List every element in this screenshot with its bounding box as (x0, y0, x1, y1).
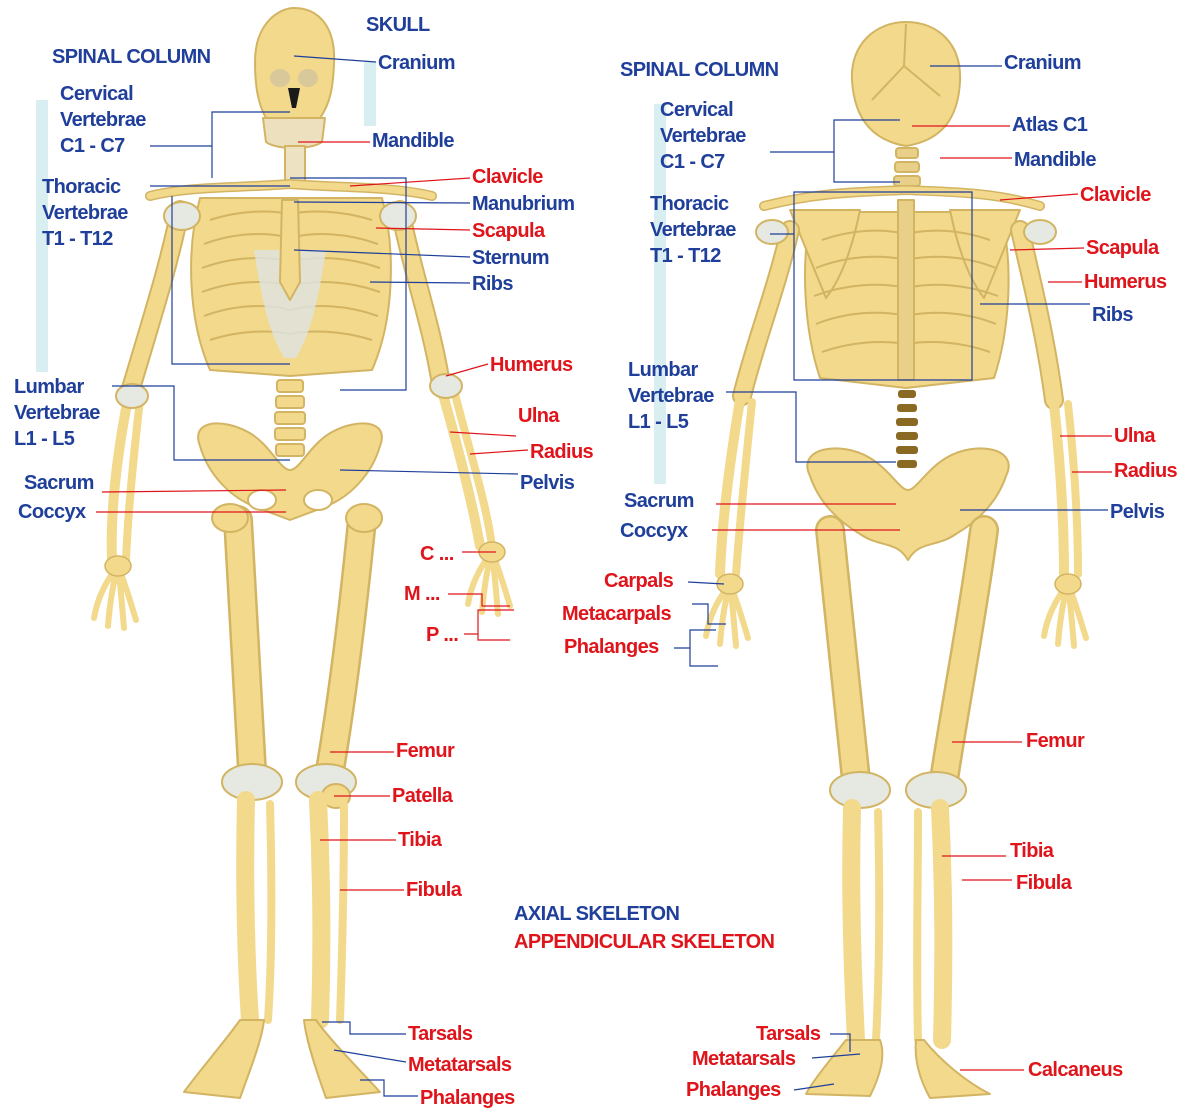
label-back-tarsals: Tarsals (756, 1021, 820, 1047)
label-carpals-short: C ... (420, 541, 454, 567)
label-manubrium: Manubrium (472, 191, 574, 217)
label-sacrum: Sacrum (24, 470, 94, 496)
label-back-coccyx: Coccyx (620, 518, 688, 544)
legend-axial-skeleton: AXIAL SKELETON (514, 901, 679, 927)
label-sternum: Sternum (472, 245, 549, 271)
label-back-phalanges-hand: Phalanges (564, 634, 659, 660)
label-phalanges-feet: Phalanges (420, 1085, 515, 1111)
label-back-femur: Femur (1026, 728, 1084, 754)
leader-back-phal-hand (674, 630, 718, 666)
leader-tarsals (322, 1022, 406, 1034)
label-cranium: Cranium (378, 50, 455, 76)
label-cervical-vertebrae: Cervical Vertebrae C1 - C7 (60, 81, 146, 159)
label-back-spinal-column: SPINAL COLUMN (620, 57, 779, 83)
label-back-cranium: Cranium (1004, 50, 1081, 76)
leader-hand-meta (448, 594, 510, 606)
label-back-tibia: Tibia (1010, 838, 1053, 864)
label-back-pelvis: Pelvis (1110, 499, 1164, 525)
label-back-clavicle: Clavicle (1080, 182, 1151, 208)
label-tibia: Tibia (398, 827, 441, 853)
label-ulna: Ulna (518, 403, 559, 429)
label-humerus: Humerus (490, 352, 573, 378)
label-back-metatarsals: Metatarsals (692, 1046, 795, 1072)
leader-hand-phal (464, 610, 514, 640)
label-back-thoracic-vertebrae: Thoracic Vertebrae T1 - T12 (650, 191, 736, 269)
leader-humerus (446, 364, 488, 376)
label-back-cervical-vertebrae: Cervical Vertebrae C1 - C7 (660, 97, 746, 175)
label-back-scapula: Scapula (1086, 235, 1159, 261)
label-back-carpals: Carpals (604, 568, 673, 594)
label-back-lumbar-vertebrae: Lumbar Vertebrae L1 - L5 (628, 357, 714, 435)
label-thoracic-vertebrae: Thoracic Vertebrae T1 - T12 (42, 174, 128, 252)
label-metatarsals: Metatarsals (408, 1052, 511, 1078)
leader-clavicle (350, 178, 470, 186)
label-back-phalanges-feet: Phalanges (686, 1077, 781, 1103)
label-ribs: Ribs (472, 271, 513, 297)
leader-ulna (450, 432, 516, 436)
label-lumbar-vertebrae: Lumbar Vertebrae L1 - L5 (14, 374, 100, 452)
label-spinal-column: SPINAL COLUMN (52, 44, 211, 70)
label-back-calcaneus: Calcaneus (1028, 1057, 1123, 1083)
label-back-mandible: Mandible (1014, 147, 1096, 173)
label-fibula: Fibula (406, 877, 461, 903)
leader-radius (470, 450, 528, 454)
label-back-fibula: Fibula (1016, 870, 1071, 896)
label-back-metacarpals: Metacarpals (562, 601, 671, 627)
label-femur: Femur (396, 738, 454, 764)
label-back-sacrum: Sacrum (624, 488, 694, 514)
label-tarsals: Tarsals (408, 1021, 472, 1047)
label-mandible: Mandible (372, 128, 454, 154)
label-back-radius: Radius (1114, 458, 1177, 484)
label-back-ulna: Ulna (1114, 423, 1155, 449)
label-metacarpals-short: M ... (404, 581, 440, 607)
label-coccyx: Coccyx (18, 499, 86, 525)
label-back-humerus: Humerus (1084, 269, 1167, 295)
legend-appendicular-skeleton: APPENDICULAR SKELETON (514, 929, 774, 955)
label-radius: Radius (530, 439, 593, 465)
label-skull: SKULL (366, 12, 430, 38)
label-pelvis: Pelvis (520, 470, 574, 496)
label-scapula: Scapula (472, 218, 545, 244)
label-phalanges-hand-short: P ... (426, 622, 458, 648)
label-patella: Patella (392, 783, 452, 809)
label-back-atlas: Atlas C1 (1012, 112, 1087, 138)
label-back-ribs: Ribs (1092, 302, 1133, 328)
label-clavicle: Clavicle (472, 164, 543, 190)
